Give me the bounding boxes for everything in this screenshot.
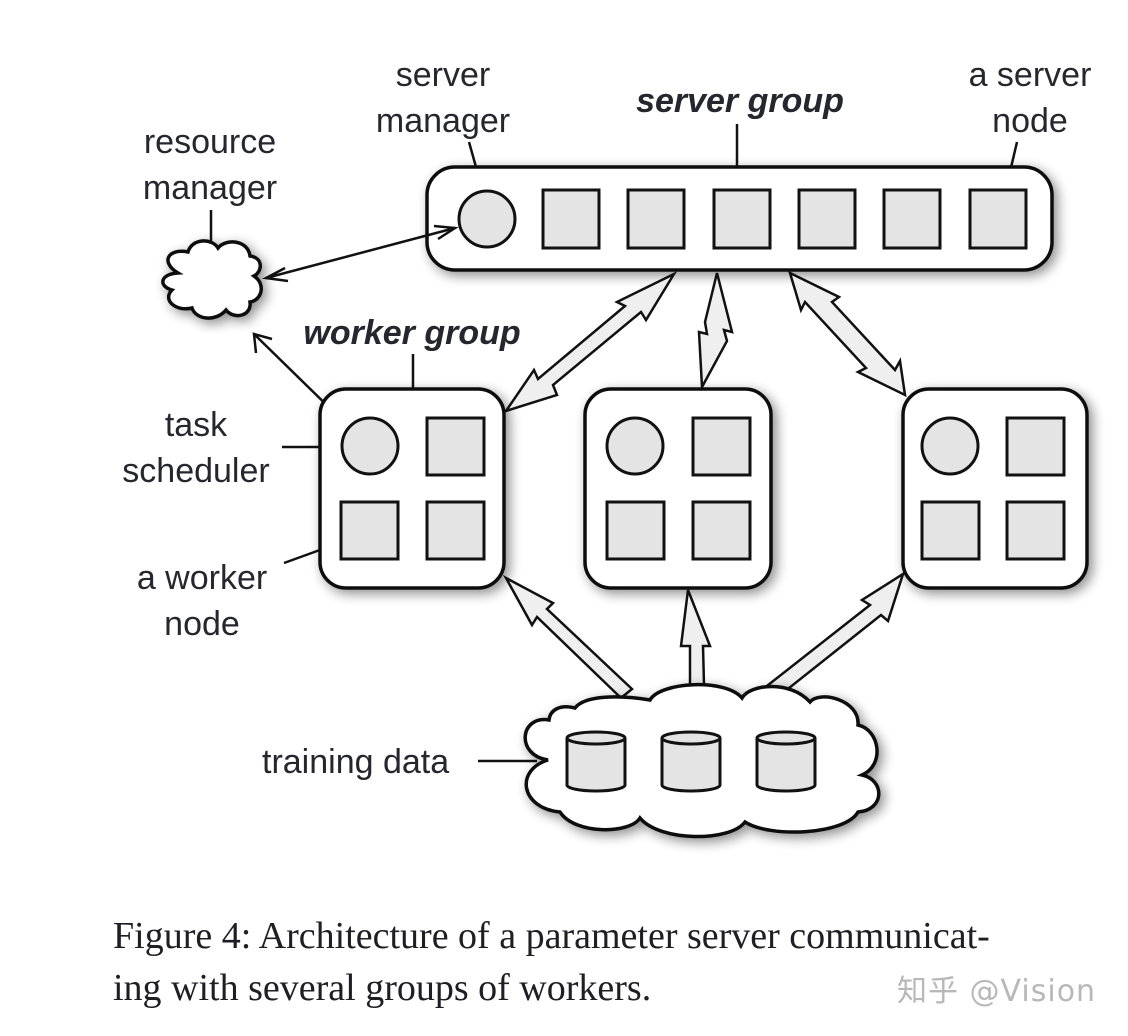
server-manager-label-line2: manager — [376, 102, 510, 140]
caption-line-1: Figure 4: Architecture of a parameter se… — [113, 915, 990, 957]
resource-manager-label-line1: resource — [144, 123, 276, 161]
worker-node — [691, 500, 752, 561]
caption-line-2: ing with several groups of workers. — [113, 967, 652, 1009]
worker-node-label-line1: a worker — [137, 559, 267, 597]
worker-node — [425, 416, 486, 477]
task-scheduler-node — [920, 416, 980, 476]
data-worker3-arrow — [761, 571, 906, 702]
task-scheduler-node — [340, 416, 400, 476]
worker-group-3 — [901, 387, 1089, 590]
server-node — [797, 188, 857, 250]
task-scheduler-label-line2: scheduler — [122, 452, 269, 490]
worker-node — [425, 500, 486, 561]
server-node — [968, 188, 1028, 250]
worker-node — [605, 500, 666, 561]
server-group-label: server group — [636, 82, 844, 120]
data-worker1-arrow — [502, 574, 634, 700]
server-node-label-line1: a server — [969, 56, 1092, 94]
watermark: 知乎 @Vision — [897, 974, 1097, 1009]
server-node — [882, 188, 942, 250]
server-node — [541, 188, 601, 250]
worker-group-2 — [583, 387, 773, 590]
worker-group-label: worker group — [303, 314, 520, 352]
storage-3 — [755, 730, 817, 793]
storage-2 — [660, 730, 722, 793]
worker-node — [1005, 416, 1066, 477]
resource-to-server-manager-arrow — [261, 224, 459, 283]
server-worker1-arrow — [502, 270, 678, 414]
training-data-label: training data — [262, 743, 449, 781]
worker-node — [691, 416, 752, 477]
server-group — [425, 165, 1054, 272]
worker-node-label-line2: node — [164, 605, 240, 643]
worker-node — [339, 500, 400, 561]
server-manager-label-line1: server — [396, 56, 490, 94]
data-worker2-arrow — [679, 589, 712, 687]
figure-caption: Figure 4: Architecture of a parameter se… — [113, 910, 1113, 1014]
resource-manager-label-line2: manager — [143, 169, 277, 207]
server-node — [626, 188, 686, 250]
worker-node — [1005, 500, 1066, 561]
task-scheduler-node — [605, 416, 665, 476]
server-node-label-line2: node — [992, 102, 1068, 140]
resource-manager-cloud — [161, 239, 263, 320]
server-node — [712, 188, 772, 250]
server-worker2-arrow — [697, 272, 734, 392]
worker-group-1 — [318, 387, 506, 590]
parameter-server-diagram: server manager server group a server nod… — [122, 56, 1092, 839]
server-manager-node — [457, 189, 517, 249]
task-scheduler-label-line1: task — [165, 406, 228, 444]
storage-1 — [565, 730, 627, 793]
server-worker3-arrow — [787, 270, 907, 398]
worker-node — [920, 500, 981, 561]
